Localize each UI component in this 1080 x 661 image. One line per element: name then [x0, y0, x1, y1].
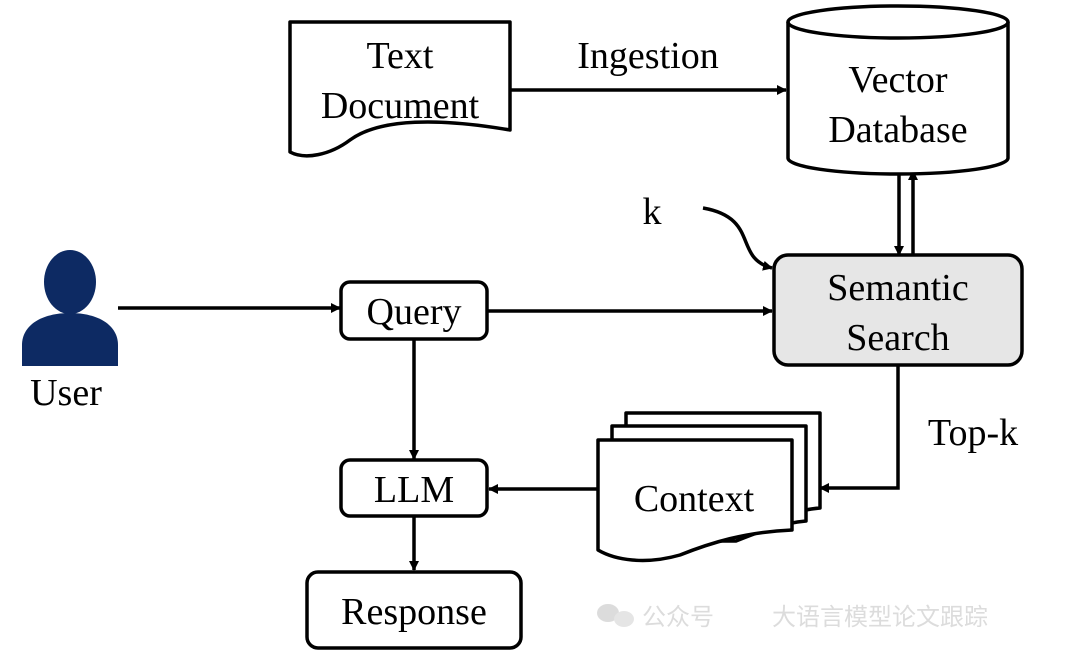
edge-label-k: k: [643, 191, 662, 233]
node-context: Context: [596, 411, 822, 563]
user-icon: [22, 250, 118, 366]
node-llm: LLM: [339, 458, 489, 518]
node-llm-label: LLM: [374, 469, 454, 511]
node-query-label: Query: [367, 291, 462, 333]
node-semantic-search-label-2: Search: [846, 317, 949, 359]
edge-label-top-k: Top-k: [928, 412, 1018, 454]
edge-top-k: [819, 365, 900, 493]
watermark-name: 大语言模型论文跟踪: [772, 603, 988, 631]
watermark-channel: 公众号: [642, 603, 714, 631]
node-context-label: Context: [634, 478, 755, 520]
node-vector-database-label-2: Database: [828, 109, 967, 151]
edge-k: [702, 206, 773, 271]
node-query: Query: [339, 280, 489, 341]
node-response: Response: [305, 570, 523, 650]
watermark: 公众号 大语言模型论文跟踪: [597, 603, 988, 631]
node-semantic-search-label-1: Semantic: [827, 267, 968, 309]
node-vector-database-label-1: Vector: [848, 59, 948, 101]
node-response-label: Response: [341, 591, 487, 633]
node-semantic-search: Semantic Search: [772, 253, 1024, 367]
wechat-icon: [597, 604, 634, 627]
node-user: User: [22, 250, 118, 414]
node-user-label: User: [30, 372, 102, 414]
node-text-document: Text Document: [288, 20, 512, 158]
node-text-document-label-1: Text: [367, 35, 434, 77]
node-vector-database: Vector Database: [786, 4, 1010, 176]
context-doc-front: [596, 438, 794, 563]
node-text-document-label-2: Document: [321, 85, 480, 127]
edge-label-ingestion: Ingestion: [577, 35, 718, 77]
